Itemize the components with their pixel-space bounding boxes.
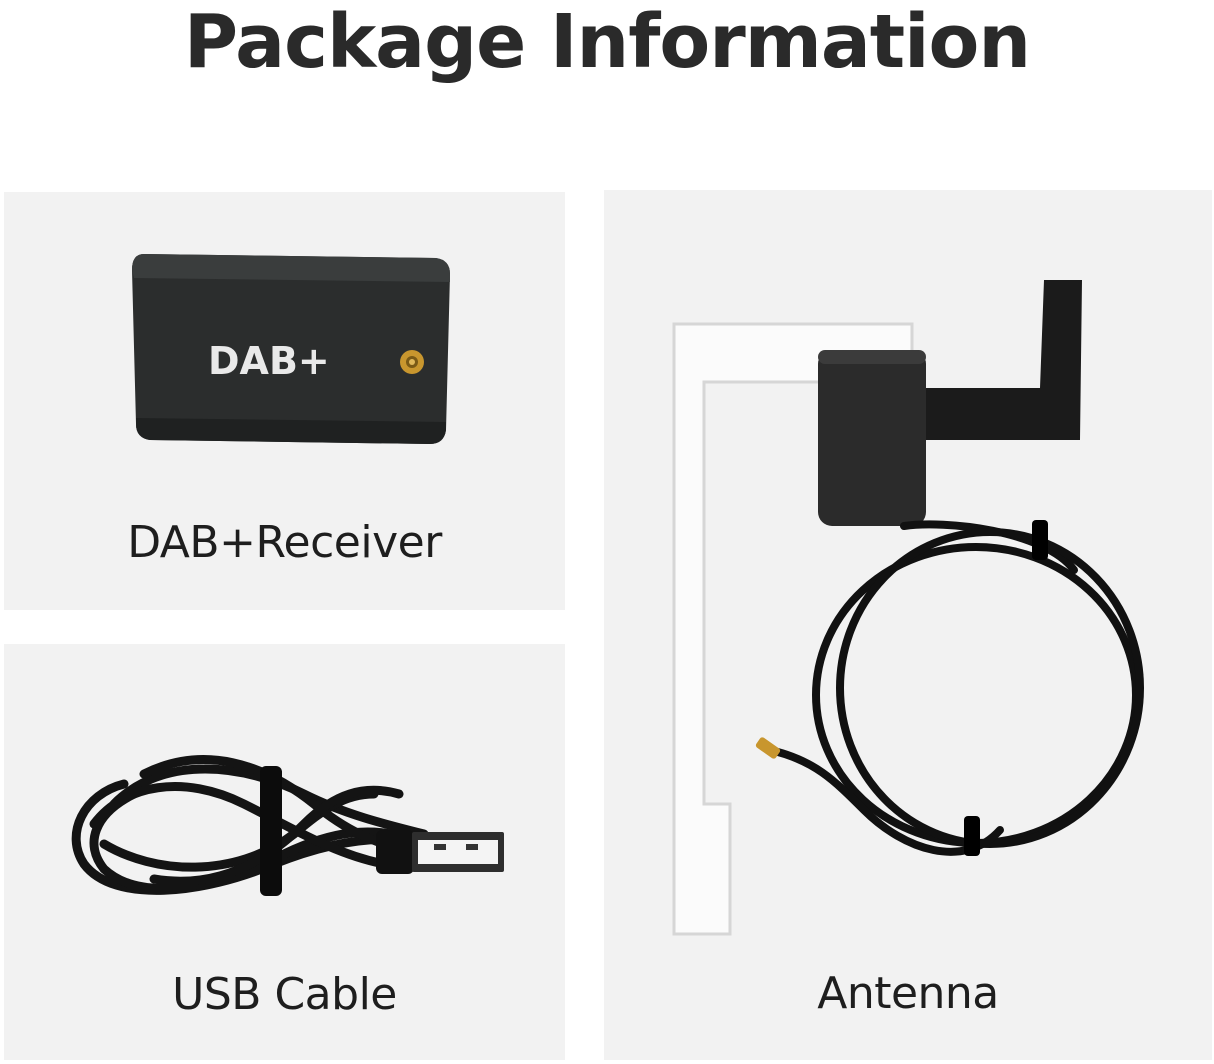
antenna-image [672, 280, 1144, 936]
receiver-panel: DAB+ DAB+Receiver [4, 192, 565, 610]
page-title: Package Information [183, 0, 1031, 85]
item-label-usb: USB Cable [172, 969, 397, 1020]
item-label-antenna: Antenna [817, 968, 999, 1019]
dab-logo: DAB+ [208, 339, 330, 383]
item-label-receiver: DAB+Receiver [127, 517, 442, 568]
usb-cable-image [71, 755, 504, 896]
antenna-panel: Antenna [604, 190, 1212, 1060]
dab-receiver-image: DAB+ [132, 254, 450, 444]
usb-panel: USB Cable [4, 644, 565, 1060]
